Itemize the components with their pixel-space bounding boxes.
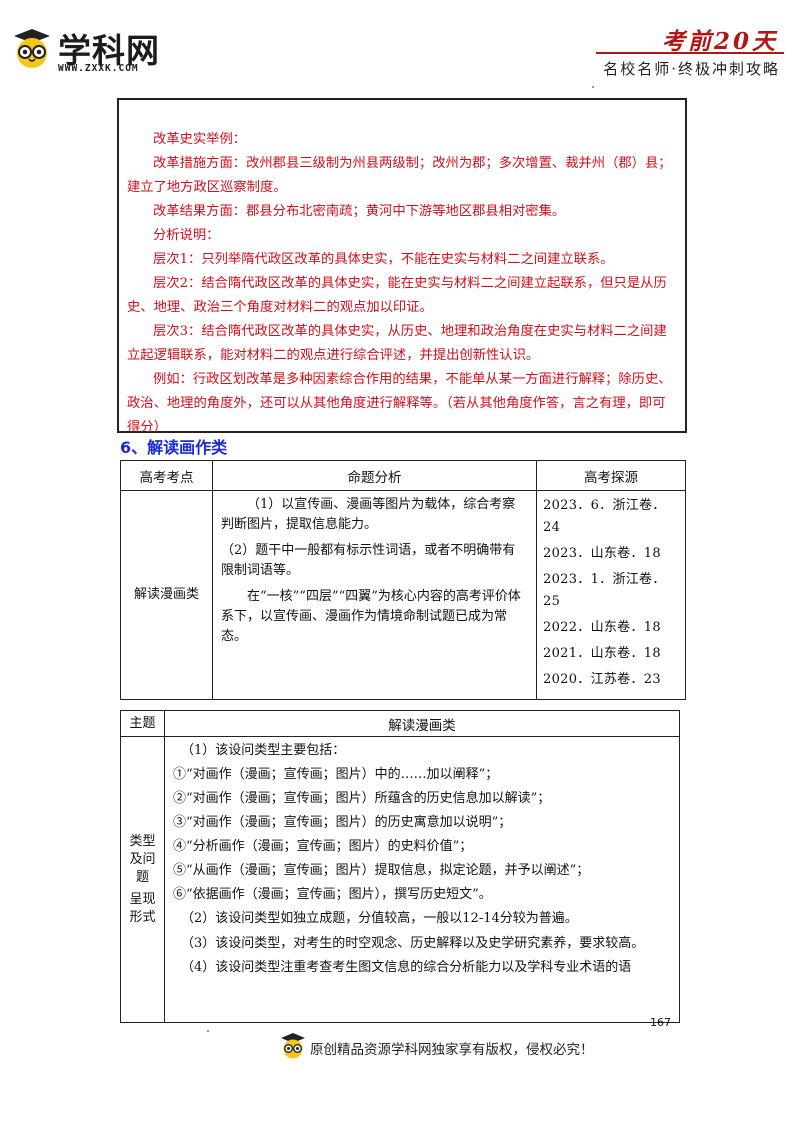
analysis-item: （1）以宣传画、漫画等图片为载体，综合考察判断图片，提取信息能力。: [221, 497, 516, 532]
source-item: 2020．江苏卷．23: [543, 672, 661, 687]
source-item: 2023．山东卷．18: [543, 546, 661, 561]
column-header: 高考探源: [536, 460, 686, 491]
analysis-cell: （1）以宣传画、漫画等图片为载体，综合考察判断图片，提取信息能力。 （2）题干中…: [212, 490, 537, 700]
list-item: （4）该设问类型注重考查考生图文信息的综合分析能力以及学科专业术语的语: [181, 960, 632, 975]
box-paragraph: 层次1：只列举隋代政区改革的具体史实，不能在史实与材料二之间建立联系。: [153, 252, 614, 267]
owl-mascot-icon: [281, 1033, 305, 1059]
table-header-row: 主题 解读漫画类: [120, 710, 680, 737]
section-heading: 6、解读画作类: [120, 438, 228, 457]
table-row: 解读漫画类 （1）以宣传画、漫画等图片为载体，综合考察判断图片，提取信息能力。 …: [120, 490, 686, 700]
header-subtitle: 名校名师·终极冲刺攻略: [603, 60, 780, 78]
list-item: ⑥“依据画作（漫画；宣传画；图片），撰写历史短文”。: [173, 887, 492, 902]
label-line: 呈现: [129, 891, 156, 907]
column-header: 高考考点: [120, 460, 213, 491]
footer-copyright: 原创精品资源学科网独家享有版权，侵权必究！: [310, 1042, 594, 1058]
list-item: ④“分析画作（漫画；宣传画；图片）的史料价值”；: [173, 839, 473, 854]
list-item: ⑤“从画作（漫画；宣传画；图片）提取信息，拟定论题，并予以阐述”；: [173, 863, 590, 878]
box-paragraph: 层次2：结合隋代政区改革的具体史实，能在史实与材料二之间建立起联系，但只是从历史…: [127, 276, 667, 315]
label-line: 形式: [129, 909, 156, 925]
box-paragraph: 层次3：结合隋代政区改革的具体史实，从历史、地理和政治角度在史实与材料二之间建立…: [127, 324, 667, 363]
analysis-item: （2）题干中一般都有标示性词语，或者不明确带有限制词语等。: [221, 543, 516, 578]
analysis-item: 在“一核”“四层”“四翼”为核心内容的高考评价体系下，以宣传画、漫画作为情境命制…: [221, 589, 521, 644]
decor-dot: [592, 86, 594, 88]
list-item: （2）该设问类型如独立成题，分值较高，一般以12-14分较为普遍。: [181, 911, 578, 926]
sources-cell: 2023．6．浙江卷．24 2023．山东卷．18 2023．1．浙江卷．25 …: [536, 490, 686, 700]
question-type-table: 主题 解读漫画类 类型 及问 题 呈现 形式 （1）该设问类型主要包括： ①“对…: [120, 710, 680, 1023]
owl-mascot-icon: [14, 29, 50, 68]
source-item: 2021．山东卷．18: [543, 646, 661, 661]
logo-name: 学科网: [58, 31, 160, 70]
source-item: 2022．山东卷．18: [543, 620, 661, 635]
label-line: 题: [135, 869, 149, 885]
source-item: 2023．6．浙江卷．24: [543, 498, 666, 535]
list-item: ②“对画作（漫画；宣传画；图片）所蕴含的历史信息加以解读”；: [173, 791, 551, 806]
label-line: 及问: [129, 851, 156, 867]
label-line: 类型: [129, 833, 156, 849]
decor-dot: [207, 1030, 209, 1032]
source-item: 2023．1．浙江卷．25: [543, 572, 666, 609]
list-item: ①“对画作（漫画；宣传画；图片）中的……加以阐释”；: [173, 767, 499, 782]
topic-label-cell: 类型 及问 题 呈现 形式: [120, 736, 165, 1023]
column-header: 命题分析: [212, 460, 537, 491]
table-row: 类型 及问 题 呈现 形式 （1）该设问类型主要包括： ①“对画作（漫画；宣传画…: [120, 736, 680, 1023]
logo: 学科网 WWW.ZXXK.COM: [10, 26, 160, 82]
exam-point-cell: 解读漫画类: [120, 490, 213, 700]
box-paragraph: 分析说明：: [153, 228, 220, 243]
header-title: 考前20天: [661, 28, 778, 55]
table-header-row: 高考考点 命题分析 高考探源: [120, 460, 686, 491]
exam-point-table: 高考考点 命题分析 高考探源 解读漫画类 （1）以宣传画、漫画等图片为载体，综合…: [120, 460, 686, 700]
logo-url: WWW.ZXXK.COM: [58, 63, 139, 74]
list-item: （3）该设问类型，对考生的时空观念、历史解释以及史学研究素养，要求较高。: [181, 936, 645, 951]
box-paragraph: 改革史实举例：: [153, 132, 247, 147]
list-item: （1）该设问类型主要包括：: [181, 743, 346, 758]
content-cell: （1）该设问类型主要包括： ①“对画作（漫画；宣传画；图片）中的……加以阐释”；…: [164, 736, 680, 1023]
box-paragraph: 例如：行政区划改革是多种因素综合作用的结果，不能单从某一方面进行解释；除历史、政…: [127, 372, 672, 435]
box-paragraph: 改革措施方面：改州郡县三级制为州县两级制；改州为郡；多次增置、裁并州（郡）县；建…: [127, 156, 672, 195]
answer-box: 改革史实举例： 改革措施方面：改州郡县三级制为州县两级制；改州为郡；多次增置、裁…: [117, 98, 687, 435]
list-item: ③“对画作（漫画；宣传画；图片）的历史寓意加以说明”；: [173, 815, 512, 830]
box-paragraph: 改革结果方面：郡县分布北密南疏；黄河中下游等地区郡县相对密集。: [153, 204, 566, 219]
page-number: 167: [650, 1016, 671, 1029]
header-rule: [596, 52, 784, 54]
column-header: 主题: [120, 710, 165, 737]
column-header: 解读漫画类: [164, 710, 680, 737]
